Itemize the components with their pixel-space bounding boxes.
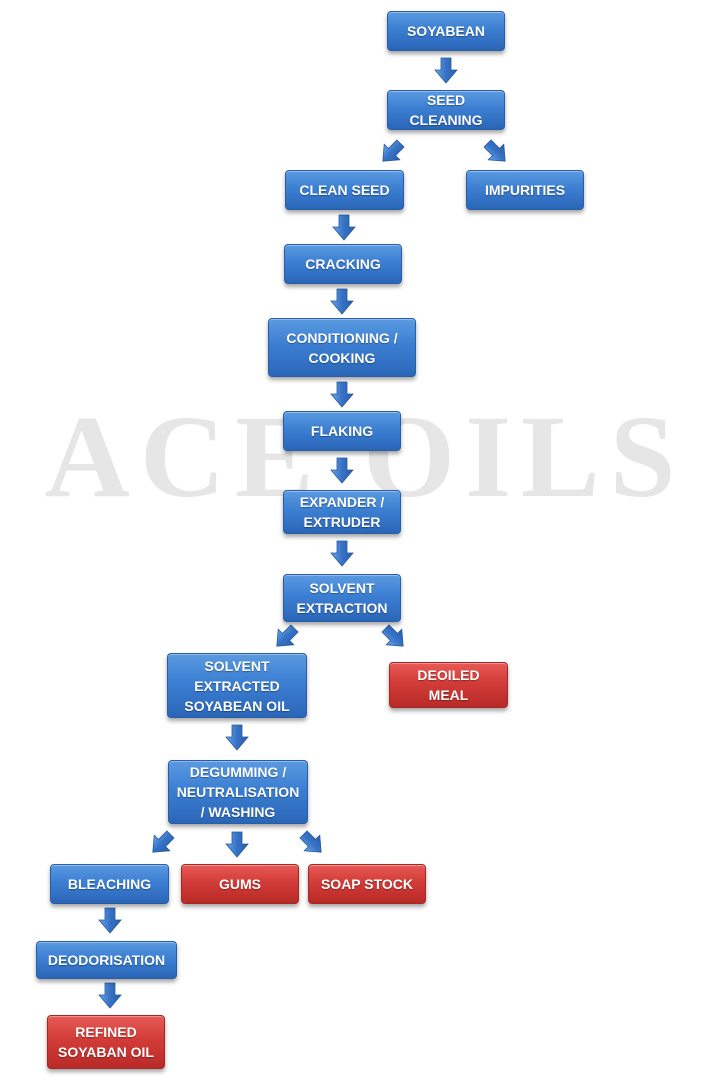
- arrow-conditioning-to-flaking-icon: [330, 381, 354, 408]
- refined-soyaban-oil-box: REFINED SOYABAN OIL: [47, 1015, 165, 1069]
- arrow-cleaning-to-clean-seed-icon: [382, 139, 405, 162]
- expander-extruder-box: EXPANDER / EXTRUDER: [283, 490, 401, 534]
- solvent-extraction-box: SOLVENT EXTRACTION: [283, 574, 401, 622]
- soap-stock-box: SOAP STOCK: [308, 864, 426, 904]
- conditioning-cooking-box: CONDITIONING / COOKING: [268, 318, 416, 377]
- arrow-expander-to-extraction-icon: [330, 540, 354, 567]
- arrow-soyabean-to-cleaning-icon: [434, 57, 458, 84]
- deodorisation-box: DEODORISATION: [36, 941, 177, 979]
- arrow-cleaning-to-impurities-icon: [483, 139, 506, 162]
- solvent-extracted-oil-box: SOLVENT EXTRACTED SOYABEAN OIL: [167, 653, 307, 718]
- arrow-cracking-to-conditioning-icon: [330, 288, 354, 315]
- arrow-extraction-to-meal-icon: [381, 624, 404, 647]
- arrow-deodorisation-to-refined-icon: [98, 982, 122, 1009]
- impurities-box: IMPURITIES: [466, 170, 584, 210]
- deoiled-meal-box: DEOILED MEAL: [389, 662, 508, 708]
- degumming-box: DEGUMMING / NEUTRALISATION / WASHING: [168, 760, 308, 824]
- gums-box: GUMS: [181, 864, 299, 904]
- arrow-flaking-to-expander-icon: [330, 457, 354, 484]
- cracking-box: CRACKING: [284, 244, 402, 284]
- bleaching-box: BLEACHING: [50, 864, 169, 904]
- arrow-extraction-to-oil-icon: [276, 624, 299, 647]
- clean-seed-box: CLEAN SEED: [285, 170, 404, 210]
- arrow-degumming-to-gums-icon: [225, 831, 249, 858]
- arrow-degumming-to-soap-icon: [299, 830, 322, 853]
- arrow-bleaching-to-deodorisation-icon: [98, 907, 122, 934]
- arrow-clean-seed-to-cracking-icon: [332, 214, 356, 241]
- flaking-box: FLAKING: [283, 411, 401, 451]
- arrow-degumming-to-bleaching-icon: [152, 830, 175, 853]
- soyabean-box: SOYABEAN: [387, 11, 505, 51]
- seed-cleaning-box: SEED CLEANING: [387, 90, 505, 130]
- arrow-oil-to-degumming-icon: [225, 724, 249, 751]
